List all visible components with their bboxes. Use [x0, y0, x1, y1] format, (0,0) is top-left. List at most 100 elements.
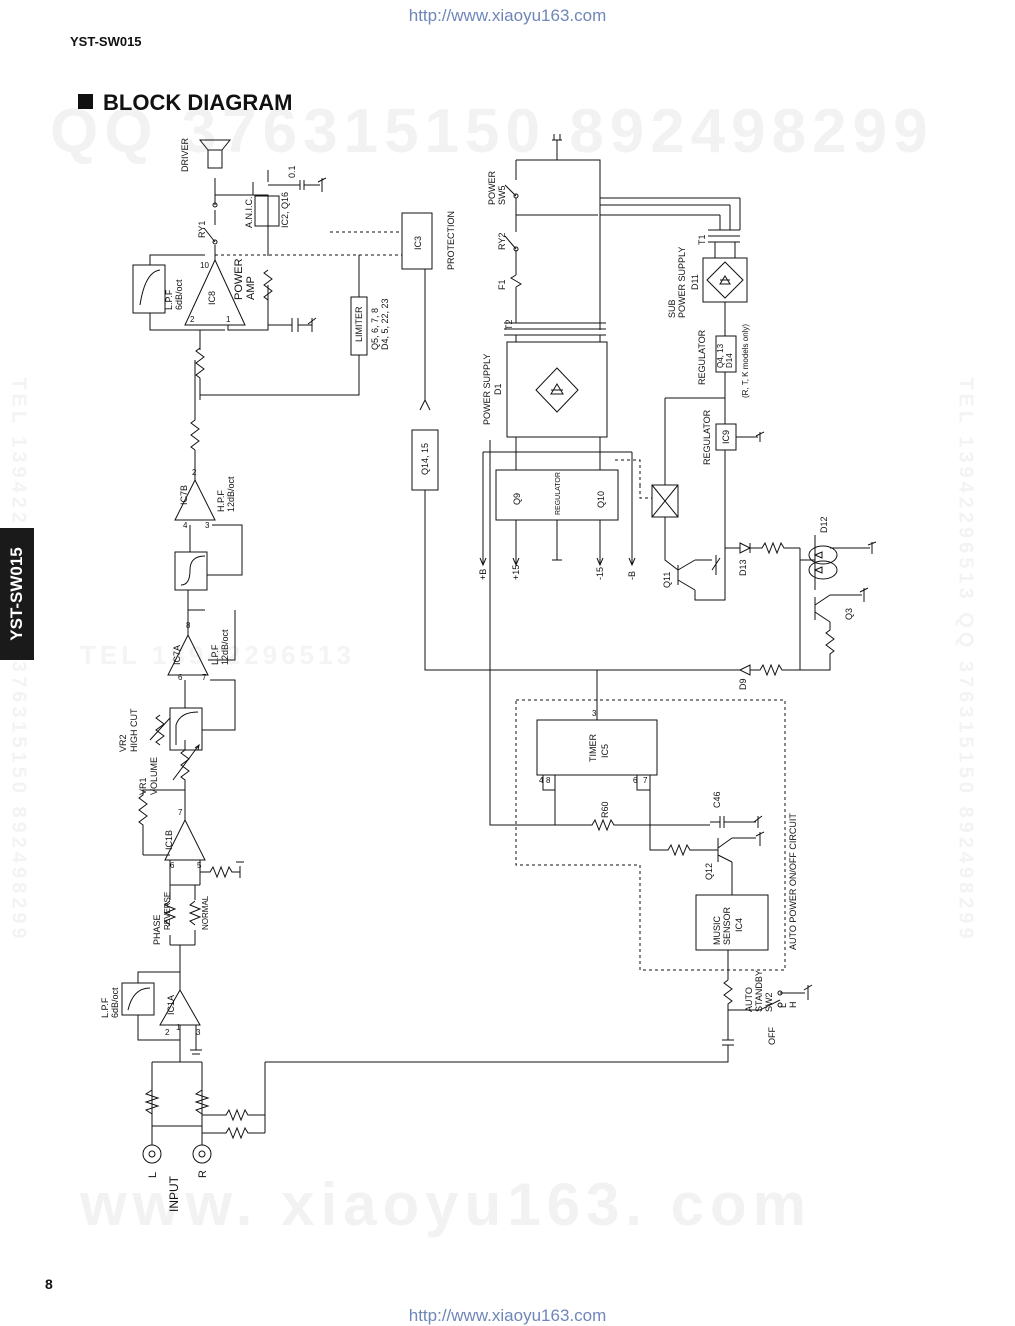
regulator-ic9-name: IC9: [721, 430, 731, 444]
ic7a-pin-6: 6: [178, 673, 183, 682]
ic1a-pin-3: 3: [196, 1028, 201, 1037]
driver-speaker: [207, 149, 223, 169]
ic7a-name: IC7A: [172, 645, 182, 665]
anic-parts-label: IC2, Q16: [280, 192, 290, 228]
auto-power-label: AUTO POWER ON/OFF CIRCUIT: [788, 813, 798, 950]
q9-label: Q9: [512, 493, 522, 505]
ic7b-pin-4: 4: [183, 521, 188, 530]
regulator-main-label: REGULATOR: [555, 472, 562, 515]
q14-label: Q14, 15: [420, 443, 430, 475]
timer-pin-3: 3: [592, 709, 597, 718]
ic7a-pin-7: 7: [202, 673, 207, 682]
resistor-r1: [190, 360, 200, 451]
rail-minus-b: -B: [627, 571, 637, 580]
d12-led: [808, 545, 838, 565]
d13-label: D13: [738, 559, 748, 576]
vr2-name: VR2: [118, 734, 128, 752]
ic8-lpf-box: [132, 264, 166, 314]
vr2-label: HIGH CUT: [129, 708, 139, 752]
square-bullet-icon: [78, 94, 93, 109]
music-sensor-ic4-box: [695, 894, 769, 951]
ic1b-pin-5: 5: [197, 861, 202, 870]
ic7a-opamp: [167, 633, 209, 676]
footer-url[interactable]: http://www.xiaoyu163.com: [408, 1306, 607, 1325]
ic8-name: IC8: [207, 291, 217, 305]
sw2-label: AUTOSTANDBYSW2: [744, 970, 774, 1012]
ic8-pin-1: 1: [226, 315, 231, 324]
model-name: YST-SW015: [70, 34, 142, 49]
anic-label: A.N.I.C.: [244, 196, 254, 228]
power-plug-icon: [552, 134, 562, 160]
ic7a-pin-8: 8: [186, 621, 191, 630]
sub-power-label: SUBPOWER SUPPLY: [667, 247, 687, 318]
regulator-sub-label: REGULATOR: [697, 329, 707, 385]
vr1-name: VR1: [138, 777, 148, 795]
sub-power-name: D11: [690, 274, 700, 290]
rail-plus-b: +B: [478, 569, 488, 580]
d9-label: D9: [738, 678, 748, 690]
section-title: BLOCK DIAGRAM: [78, 90, 292, 116]
input-l-label: L: [147, 1172, 159, 1178]
ic1b-opamp: [164, 818, 206, 861]
ic7b-filter-label: H.P.F12dB/oct: [216, 476, 236, 512]
ry1-label: RY1: [197, 221, 207, 238]
power-supply-label: POWER SUPPLY: [482, 354, 492, 425]
vr1-label: VOLUME: [149, 757, 159, 795]
ic1a-opamp: [159, 988, 201, 1026]
phase-normal-label: NORMAL: [201, 895, 210, 930]
auto-power-circuit-frame: [515, 699, 786, 971]
ry2-label: RY2: [497, 233, 507, 250]
ic8-power-amp: [184, 258, 246, 326]
f1-label: F1: [497, 279, 507, 290]
page-number: 8: [45, 1276, 53, 1292]
header-url[interactable]: http://www.xiaoyu163.com: [408, 6, 607, 25]
power-supply-name: D1: [493, 383, 503, 395]
q10-label: Q10: [596, 491, 606, 508]
limiter-parts-label: Q5, 6, 7, 8D4, 5, 22, 23: [370, 298, 390, 350]
side-tab: YST-SW015: [0, 528, 34, 660]
ic7b-opamp: [174, 478, 216, 521]
music-sensor-name: IC4: [734, 918, 744, 932]
ic7a-filter-label: L.P.F12dB/oct: [210, 629, 230, 665]
input-label: INPUT: [167, 1175, 181, 1212]
sw2-l-label: L: [778, 1003, 788, 1008]
watermark-www: www. xiaoyu163. com: [80, 1171, 813, 1238]
rail-plus-15: +15: [511, 565, 521, 580]
watermark-qq: QQ 376315150 892498299: [50, 97, 934, 166]
ic8-label: POWERAMP: [233, 258, 257, 300]
limiter-name: LIMITER: [354, 306, 364, 342]
music-sensor-label: MUSICSENSOR: [712, 906, 732, 945]
power-sw5-label: POWERSW5: [487, 170, 507, 205]
ic8-pin-10: 10: [200, 261, 209, 270]
timer-pin-6: 6: [633, 776, 638, 785]
regulator-sub-note: (R, T, K models only): [741, 324, 750, 398]
ic1a-pin-1: 1: [176, 1023, 181, 1032]
input-resistor-l: [144, 1089, 160, 1115]
ic1a-pin-2: 2: [165, 1028, 170, 1037]
d12-label: D12: [819, 516, 829, 533]
vr1-resistor: [180, 740, 190, 790]
driver-label: DRIVER: [180, 137, 190, 172]
input-jack-r: [192, 1144, 212, 1164]
phase-label: PHASE: [152, 914, 162, 945]
ic7b-name: IC7B: [179, 485, 189, 505]
anic-cap-label: 0.1: [287, 165, 297, 178]
r60-label: R60: [600, 801, 610, 818]
ic7b-pin-3: 3: [205, 521, 210, 530]
power-supply-d1-box: [506, 341, 608, 438]
ic3-protection-box: [401, 212, 433, 270]
timer-pin-8: 8: [546, 776, 551, 785]
section-title-text: BLOCK DIAGRAM: [103, 90, 293, 115]
sw2-off-label: OFF: [767, 1027, 777, 1045]
ic8-pin-2: 2: [190, 315, 195, 324]
ic1b-pin-6: 6: [170, 861, 175, 870]
input-r-label: R: [197, 1170, 209, 1178]
q3-label: Q3: [844, 608, 854, 620]
vr2-resistor: [155, 714, 165, 746]
ic7a-input-filter-box: [169, 707, 203, 751]
c46-label: C46: [712, 791, 722, 808]
input-jack-l: [142, 1144, 162, 1164]
watermark-tel: TEL 13942296513: [80, 640, 355, 670]
ic8-filter-label: L.P.F6dB/oct: [164, 279, 184, 310]
